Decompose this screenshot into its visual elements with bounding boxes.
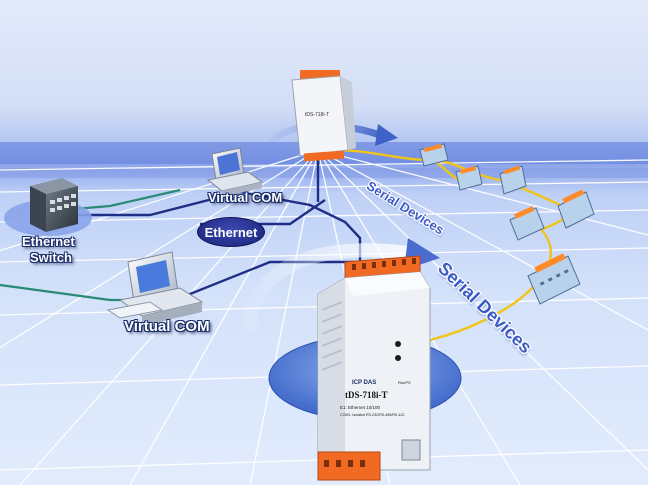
- virtual-com-top-label: Virtual COM: [208, 190, 283, 205]
- arrow-main: [243, 243, 422, 331]
- serial-device-4-icon: [509, 206, 545, 241]
- serial-device-6-icon: [527, 253, 581, 305]
- ethernet-switch-label-line1: Ethernet: [22, 234, 75, 249]
- serial-device-2-icon: [455, 165, 483, 191]
- arrow-top-head: [375, 124, 398, 146]
- serial-device-1-icon: [419, 143, 449, 167]
- main-device-icon: [317, 255, 431, 481]
- main-device-model: tDS-718i-T: [345, 390, 388, 400]
- ethernet-switch-icon: [30, 178, 78, 232]
- main-device-brand: ICP DAS: [352, 380, 376, 386]
- pc-bottom-icon: [106, 251, 204, 326]
- ethernet-switch-label-line2: Switch: [30, 250, 72, 265]
- main-device-power-label: RunPS: [398, 380, 411, 385]
- main-device-spec-1: E1: Ethernet 10/100: [340, 405, 381, 410]
- top-device-icon: tDS-718i-T: [291, 70, 356, 162]
- main-device-spec-2: COM1: Isolated RS-232/RS-485/RS-422: [340, 413, 405, 417]
- ethernet-pill-label: Ethernet: [197, 217, 265, 247]
- horizon-band-lower: [0, 168, 648, 178]
- serial-device-5-icon: [557, 189, 595, 229]
- pc-top-icon: [206, 147, 264, 197]
- serial-device-3-icon: [499, 165, 527, 195]
- virtual-com-bottom-label: Virtual COM: [124, 318, 210, 335]
- top-device-model: tDS-718i-T: [305, 112, 329, 118]
